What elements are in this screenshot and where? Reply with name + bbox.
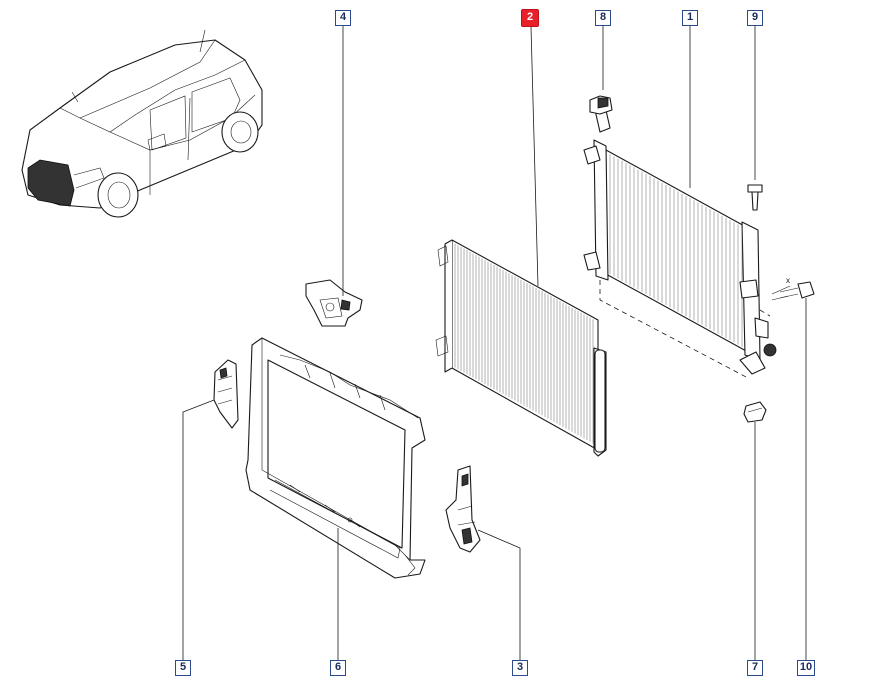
callout-8[interactable]: 8 xyxy=(595,10,611,26)
dimension-mark: x xyxy=(786,276,790,285)
callout-4[interactable]: 4 xyxy=(335,10,351,26)
part-8-top-mount xyxy=(589,95,613,115)
part-9-pin xyxy=(747,184,763,211)
callout-6[interactable]: 6 xyxy=(330,660,346,676)
callout-7[interactable]: 7 xyxy=(747,660,763,676)
part-10-bolt xyxy=(771,281,815,301)
part-1-radiator xyxy=(583,105,777,379)
part-4-upper-bracket xyxy=(305,279,363,327)
vehicle-thumbnail xyxy=(21,29,263,218)
part-7-lower-mount xyxy=(743,401,767,423)
leader-lines xyxy=(182,25,807,660)
callout-2-selected[interactable]: 2 xyxy=(521,9,539,27)
part-6-support-frame xyxy=(245,337,426,579)
callout-3[interactable]: 3 xyxy=(512,660,528,676)
callout-9[interactable]: 9 xyxy=(747,10,763,26)
callout-5[interactable]: 5 xyxy=(175,660,191,676)
part-3-right-deflector xyxy=(445,465,481,553)
part-2-condenser xyxy=(435,239,607,457)
part-5-left-deflector xyxy=(213,359,239,429)
callout-10[interactable]: 10 xyxy=(797,660,815,676)
callout-1[interactable]: 1 xyxy=(682,10,698,26)
